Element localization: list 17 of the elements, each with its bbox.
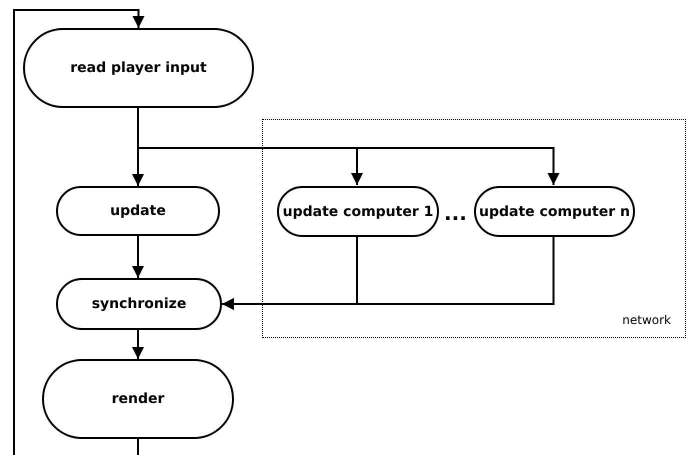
node-label: update computer n: [479, 204, 630, 220]
arrow: [132, 330, 144, 359]
node-label: update: [110, 203, 166, 219]
node-label: update computer 1: [282, 204, 434, 220]
process-box: [277, 186, 439, 237]
network-group-box: [262, 119, 686, 338]
process-box: [474, 186, 635, 237]
node-label: synchronize: [92, 296, 186, 312]
arrow: [222, 236, 554, 310]
node-label: read player input: [70, 60, 207, 76]
ellipsis-text: ...: [444, 203, 467, 223]
process-box: [56, 278, 222, 330]
node-label: render: [112, 391, 164, 407]
arrow: [13, 9, 144, 455]
group-label: network: [622, 313, 671, 327]
arrow: [132, 236, 144, 278]
process-box: [56, 186, 220, 236]
